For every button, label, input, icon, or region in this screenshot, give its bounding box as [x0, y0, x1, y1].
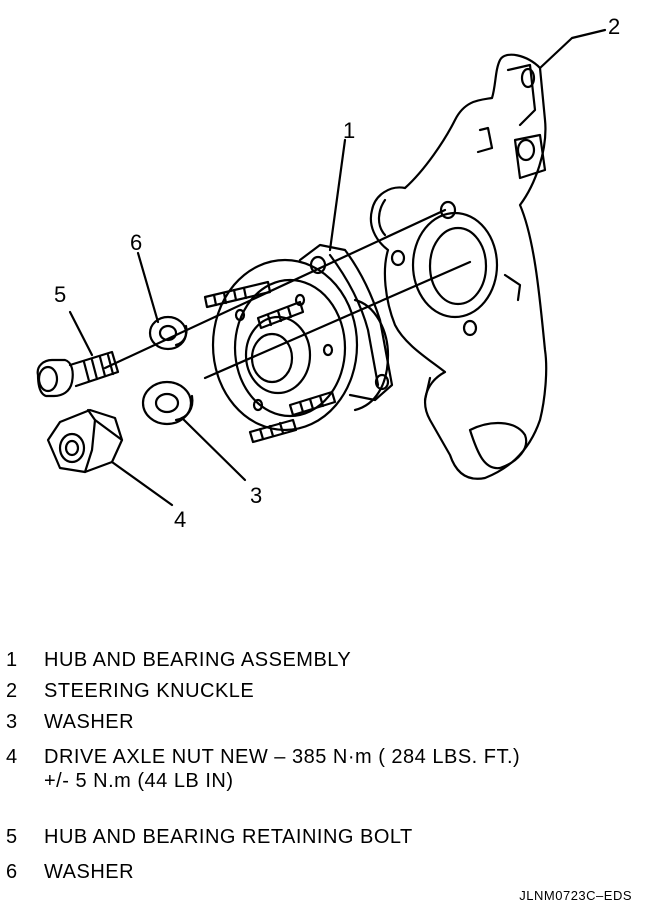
axle-centerline: [203, 260, 472, 380]
washer-6: [148, 315, 188, 351]
callout-2: 2: [608, 14, 620, 39]
callout-1: 1: [343, 118, 355, 143]
legend-label-line1: DRIVE AXLE NUT NEW – 385 N·m ( 284 LBS. …: [44, 746, 521, 768]
callout-leaders: [68, 28, 607, 507]
washer-3: [141, 380, 194, 426]
retaining-bolt: [36, 350, 120, 398]
legend-number: 3: [6, 711, 18, 733]
legend-number: 5: [6, 826, 18, 848]
legend-label: WASHER: [44, 711, 135, 733]
callout-6: 6: [130, 230, 142, 255]
legend-number: 4: [6, 746, 18, 768]
exploded-hub-diagram: 2 1 6 5 3 4: [36, 14, 620, 532]
callout-5: 5: [54, 282, 66, 307]
figure-id: JLNM0723C–EDS: [519, 888, 632, 903]
legend-label-line2: +/- 5 N.m (44 LB IN): [44, 770, 234, 792]
legend-number: 6: [6, 861, 18, 883]
legend-number: 1: [6, 649, 18, 671]
drive-axle-nut: [46, 408, 124, 474]
legend-label: HUB AND BEARING ASSEMBLY: [44, 649, 352, 671]
wheel-studs: [203, 280, 337, 444]
bolt-guideline: [103, 208, 447, 370]
legend-label: WASHER: [44, 861, 135, 883]
callout-4: 4: [174, 507, 186, 532]
legend-number: 2: [6, 680, 18, 702]
hub-bearing-assembly: [211, 243, 394, 432]
legend-label: DRIVE AXLE NUT NEW – 385 N·m ( 284 LBS. …: [44, 745, 520, 793]
legend-label: STEERING KNUCKLE: [44, 680, 255, 702]
callout-3: 3: [250, 483, 262, 508]
legend-label: HUB AND BEARING RETAINING BOLT: [44, 826, 413, 848]
steering-knuckle: [369, 53, 548, 480]
